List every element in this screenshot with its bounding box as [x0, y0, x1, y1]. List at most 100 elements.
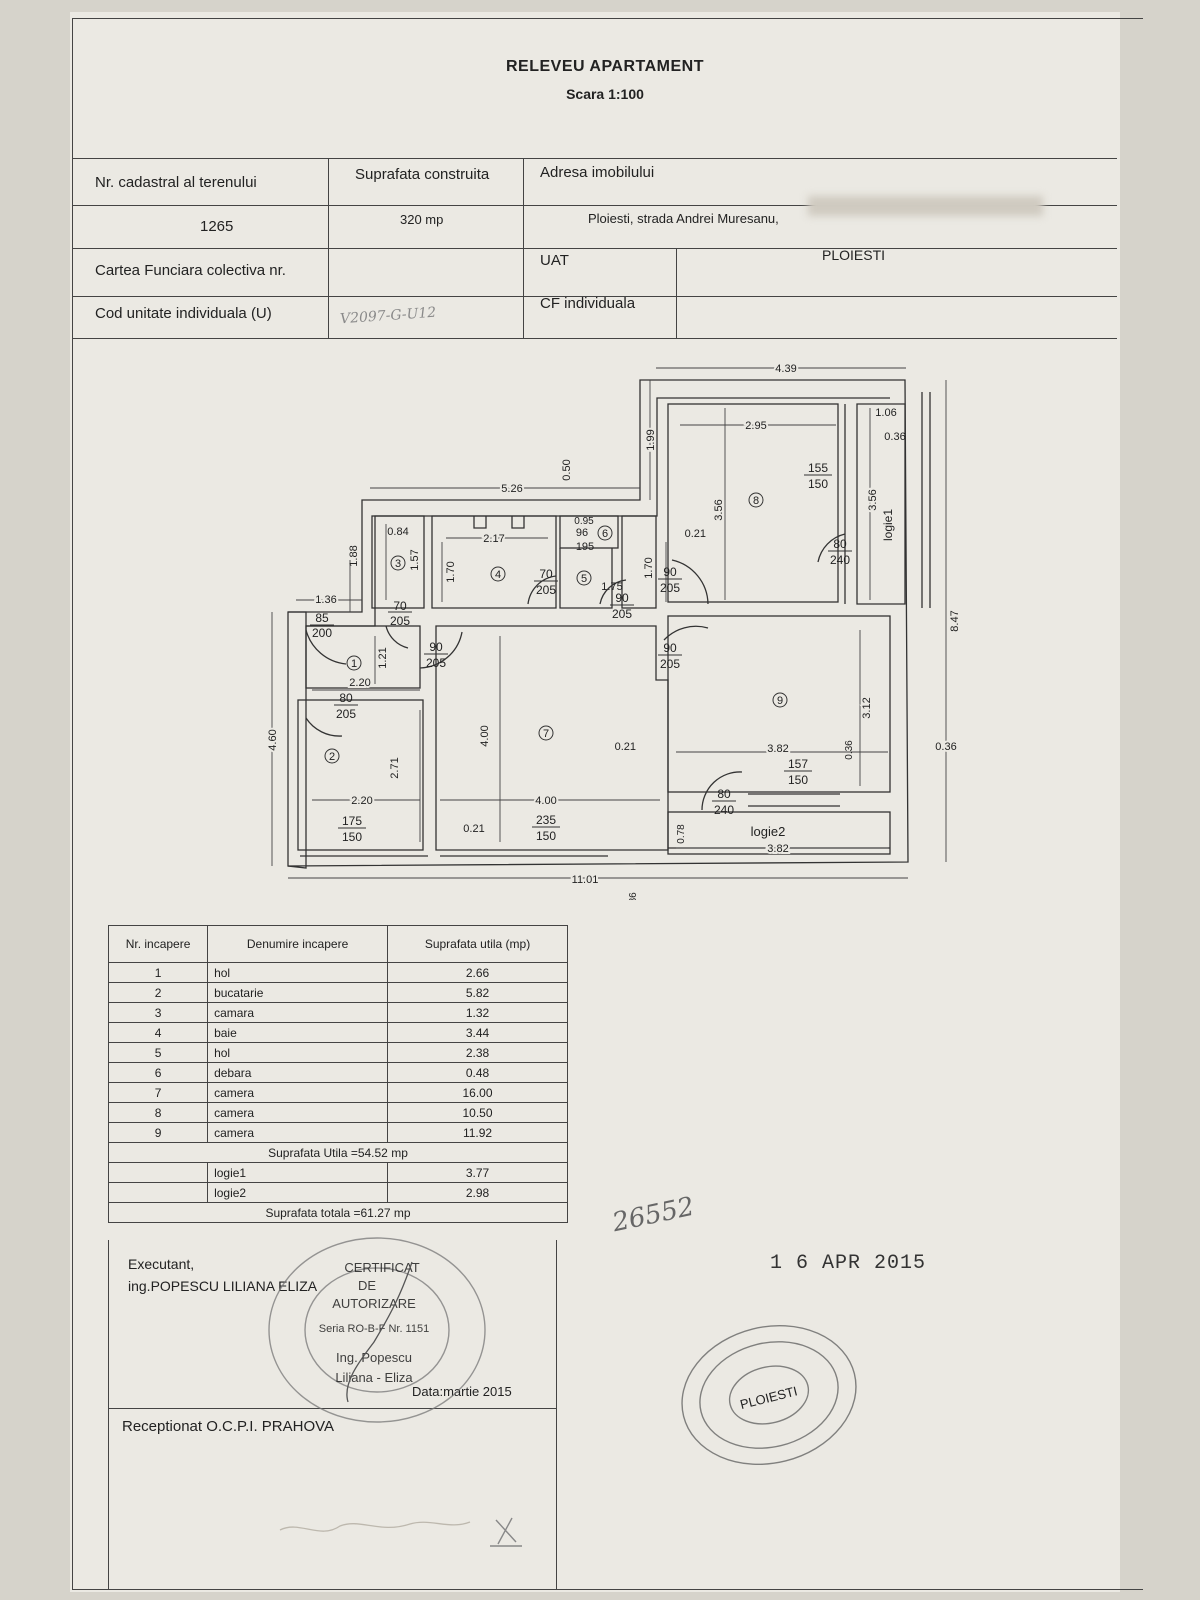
row-name: baie — [207, 1022, 389, 1043]
dim-wall-b: 0.21 — [615, 741, 636, 753]
plan-dimensions: 11.01 4.39 5.26 8.47 4.60 1.99 0.50 2.95… — [265, 361, 961, 900]
dim-r5-h: 1.70 — [643, 557, 655, 578]
built-area-value: 320 mp — [400, 212, 444, 227]
dim-top-right: 4.39 — [775, 363, 796, 375]
plan-room-numbers: 1 2 3 4 5 6 7 8 9 — [324, 492, 788, 764]
dim-logia2-w: 3.82 — [767, 843, 788, 855]
dim-wall-e: 0.36 — [935, 741, 956, 753]
signature-stroke — [346, 1261, 413, 1403]
dim-r3-w: 0.84 — [387, 526, 408, 538]
row-nr: 7 — [107, 1082, 209, 1103]
dim-r5-w: 1.75 — [601, 581, 622, 593]
row-name: bucatarie — [207, 982, 389, 1003]
document-sheet — [70, 12, 1120, 1592]
stamp-line-2: DE — [358, 1278, 376, 1293]
dim-r9-h: 3.12 — [861, 697, 873, 718]
dim-step2: 0.50 — [561, 459, 573, 480]
dim-logia1-t: 0.36 — [884, 431, 905, 443]
row-name: camera — [207, 1082, 389, 1103]
uat-label: UAT — [540, 252, 569, 269]
cadastral-value: 1265 — [200, 218, 234, 235]
dim-logia1-w: 1.06 — [875, 407, 896, 419]
door-8-w: 90 — [663, 641, 677, 655]
row-name: hol — [207, 962, 389, 983]
cf-label: CF individuala — [540, 295, 636, 312]
dim-r3-top: 1.88 — [348, 545, 360, 566]
row-nr: 6 — [107, 1062, 209, 1083]
room-number-2: 2 — [329, 751, 335, 763]
dim-bottom-wall: 0.36 — [628, 892, 639, 900]
row-area: 2.66 — [387, 962, 568, 983]
ocpi-stamp-center: PLOIESTI — [738, 1383, 798, 1412]
grand-total-row: Suprafata totala =61.27 mp — [108, 1202, 568, 1223]
dim-r2-w: 2.20 — [351, 795, 372, 807]
land-book-label: Cartea Funciara colectiva nr. — [95, 262, 286, 279]
window-2-h: 150 — [536, 829, 556, 843]
cadastral-label: Nr. cadastral al terenului — [95, 174, 257, 191]
room-number-3: 3 — [395, 558, 401, 570]
room-number-4: 4 — [495, 569, 501, 581]
areas-table-header: Nr. incapere Denumire incapere Suprafata… — [107, 925, 568, 963]
dim-wall-c: 0.21 — [463, 823, 484, 835]
room-number-6: 6 — [602, 528, 608, 540]
window-4-h: 150 — [788, 773, 808, 787]
door-2-w: 70 — [393, 599, 407, 613]
logia-row-name: logie1 — [207, 1162, 389, 1183]
row-name: camara — [207, 1002, 389, 1023]
stamp-line-4: Seria RO-B-F Nr. 1151 — [319, 1323, 429, 1335]
dim-r8-h: 3.56 — [713, 499, 725, 520]
door-2-h: 205 — [390, 614, 410, 628]
row-nr: 9 — [107, 1122, 209, 1143]
door-10-h: 240 — [714, 803, 734, 817]
floor-plan: 11.01 4.39 5.26 8.47 4.60 1.99 0.50 2.95… — [265, 361, 961, 900]
uat-value: PLOIESTI — [822, 247, 886, 263]
door-7-h: 205 — [660, 581, 680, 595]
room-number-8: 8 — [753, 495, 759, 507]
logia1-label: logie1 — [881, 509, 895, 541]
door-7-w: 90 — [663, 565, 677, 579]
stamp-line-3: AUTORIZARE — [332, 1296, 416, 1311]
row-nr: 5 — [107, 1042, 209, 1063]
door-1-w: 85 — [315, 611, 329, 625]
header-room-area: Suprafata utila (mp) — [387, 925, 568, 963]
signoff-date: Data:martie 2015 — [412, 1384, 512, 1399]
logia-row-area: 3.77 — [387, 1162, 568, 1183]
dim-wall-a: 0.21 — [685, 528, 706, 540]
dim-r1-h: 1.21 — [377, 647, 389, 668]
row-name: hol — [207, 1042, 389, 1063]
door-6-w: 90 — [615, 591, 629, 605]
row-nr: 1 — [107, 962, 209, 983]
window-3-h: 150 — [808, 477, 828, 491]
dim-total-width: 11.01 — [572, 874, 599, 886]
window-3-w: 155 — [808, 461, 828, 475]
row-area: 5.82 — [387, 982, 568, 1003]
useful-total-row: Suprafata Utila =54.52 mp — [108, 1142, 568, 1163]
door-4-w: 80 — [339, 691, 353, 705]
row-name: debara — [207, 1062, 389, 1083]
dim-wall-d: 0.36 — [844, 740, 855, 760]
ocpi-stamp: PLOIESTI — [681, 1324, 857, 1466]
dim-r7-w: 4.00 — [535, 795, 556, 807]
received-stamp-date: 1 6 APR 2015 — [770, 1252, 927, 1275]
door-5-w: 70 — [539, 567, 553, 581]
useful-total: Suprafata Utila =54.52 mp — [108, 1142, 568, 1163]
unit-code-label: Cod unitate individuala (U) — [95, 305, 272, 322]
dim-r2-h: 2.71 — [389, 757, 401, 778]
row-nr: 4 — [107, 1022, 209, 1043]
faint-signature — [279, 1517, 522, 1547]
dim-left-height: 4.60 — [267, 729, 279, 750]
redacted-address — [808, 196, 1043, 216]
logia-row-name: logie2 — [207, 1182, 389, 1203]
stamp-line-6: Liliana - Eliza — [335, 1370, 413, 1385]
row-area: 0.48 — [387, 1062, 568, 1083]
address-label: Adresa imobilului — [540, 164, 655, 181]
room-number-5: 5 — [581, 573, 587, 585]
